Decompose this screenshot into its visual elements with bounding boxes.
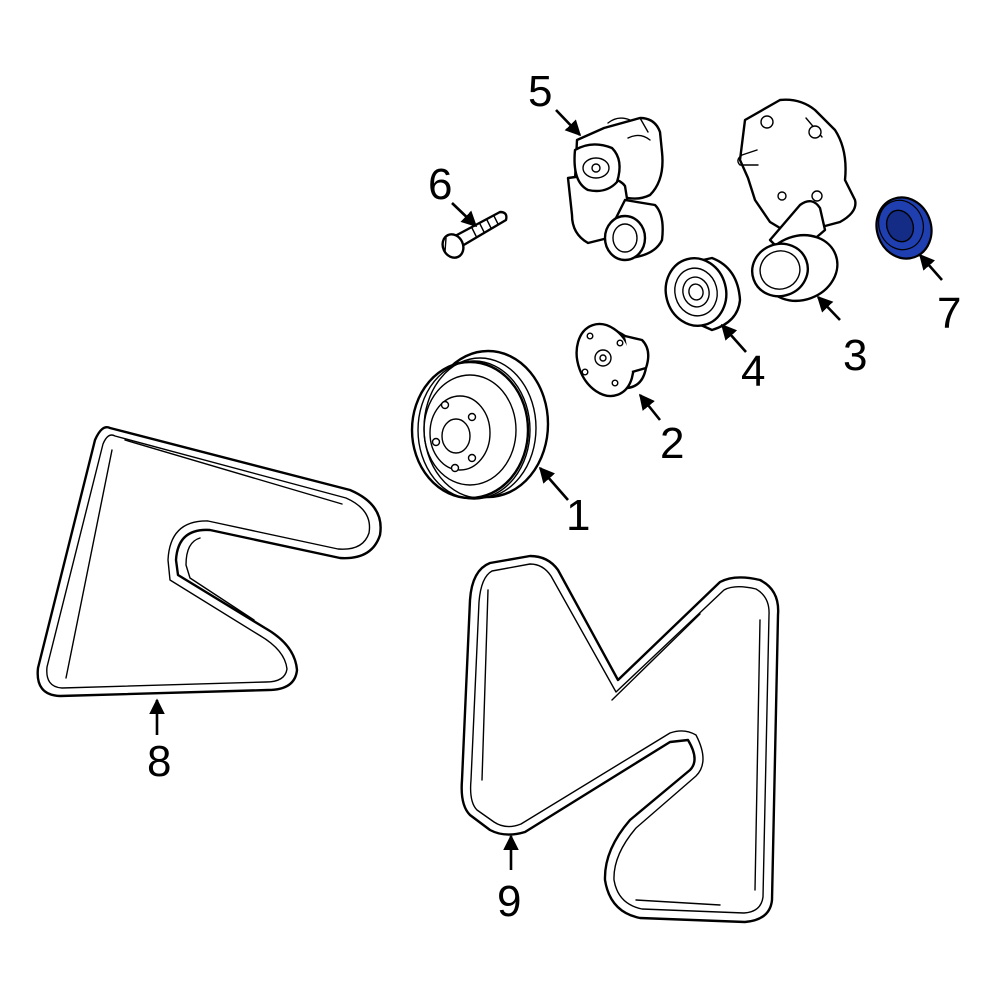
leader-arrows	[149, 109, 943, 870]
arrow-1	[538, 466, 569, 501]
belt-tensioner-5[interactable]	[566, 116, 664, 262]
arrow-2	[638, 393, 662, 421]
pulley-1[interactable]	[410, 349, 550, 500]
callout-4: 4	[741, 347, 765, 396]
drive-belt-8[interactable]	[36, 426, 382, 698]
idler-pulley-4[interactable]	[658, 251, 742, 332]
hub-2[interactable]	[567, 316, 650, 404]
arrow-4	[720, 323, 747, 353]
callout-6: 6	[428, 160, 452, 209]
seal-7[interactable]	[868, 190, 940, 267]
bolt-6[interactable]	[439, 210, 508, 261]
arrow-6	[451, 202, 478, 228]
seal-7-inner	[885, 209, 915, 243]
callout-9: 9	[497, 877, 521, 926]
bracket-3[interactable]	[737, 98, 857, 311]
arrow-3	[816, 295, 841, 321]
callout-5: 5	[528, 67, 552, 116]
drive-belt-9[interactable]	[460, 554, 780, 924]
callout-2: 2	[660, 419, 684, 468]
callout-3: 3	[843, 331, 867, 380]
callout-labels: 1 2 3 4 5 6 7 8 9	[147, 67, 961, 926]
callout-1: 1	[566, 491, 590, 540]
callout-8: 8	[147, 737, 171, 786]
arrow-5	[555, 109, 582, 137]
callout-7: 7	[937, 289, 961, 338]
arrow-7	[918, 253, 943, 281]
